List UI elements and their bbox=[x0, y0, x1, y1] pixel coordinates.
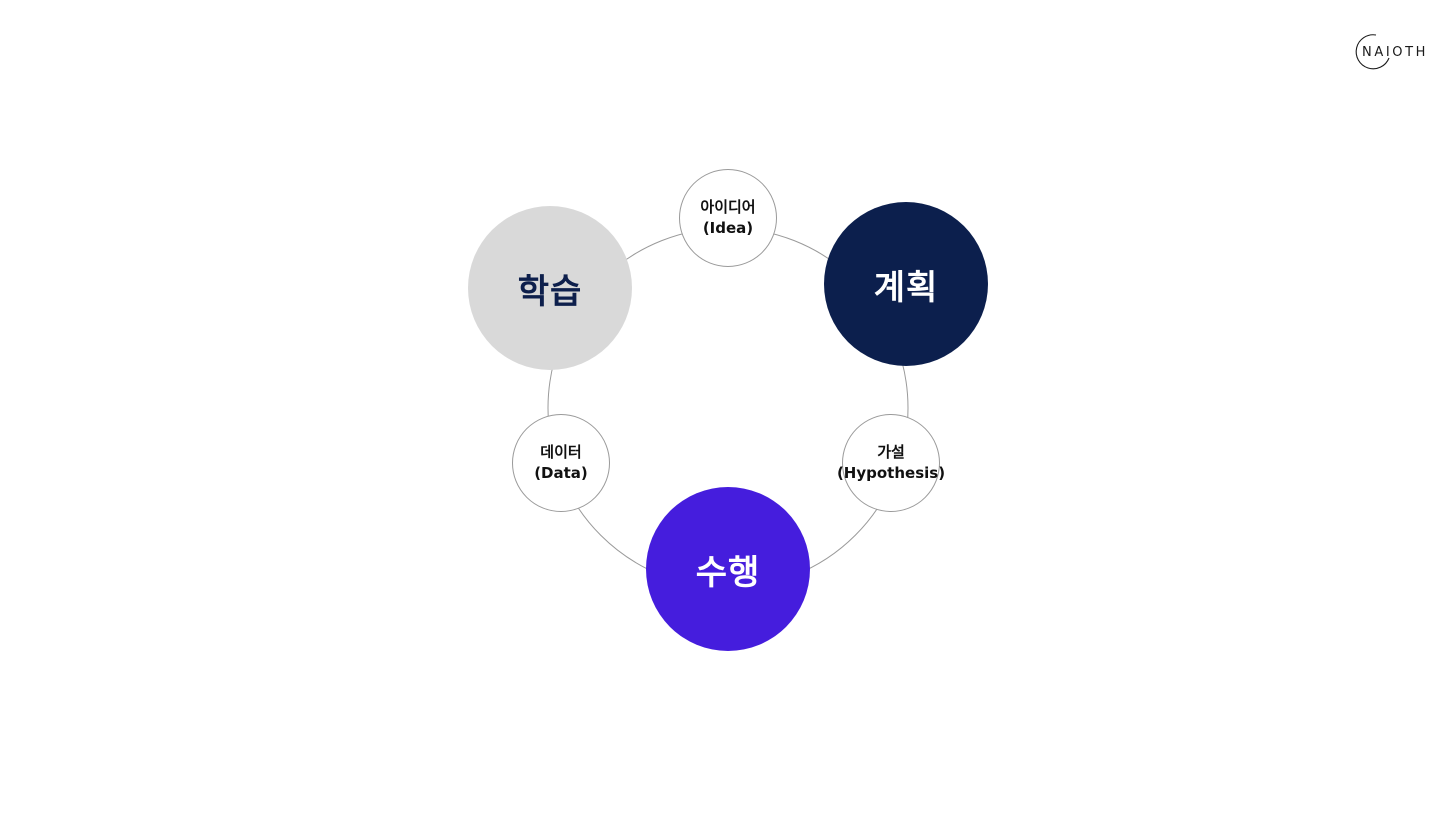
brand-logo: NAIOTH bbox=[1352, 32, 1436, 76]
stage-execution-label: 수행 bbox=[695, 552, 761, 593]
stage-learning-circle: 학습 bbox=[468, 206, 632, 370]
stage-execution-circle: 수행 bbox=[646, 487, 810, 651]
substage-idea-label-ko: 아이디어 bbox=[700, 198, 756, 216]
substage-data-label-en: (Data) bbox=[534, 464, 588, 482]
substage-data-circle: 데이터 (Data) bbox=[512, 414, 610, 512]
stage-learning-label: 학습 bbox=[517, 271, 583, 312]
substage-hypothesis-circle: 가설 (Hypothesis) bbox=[837, 414, 945, 512]
substage-data-label-ko: 데이터 bbox=[540, 443, 582, 461]
substage-idea-circle: 아이디어 (Idea) bbox=[679, 169, 777, 267]
substage-hypothesis-label-en: (Hypothesis) bbox=[836, 464, 946, 482]
logo-arc-icon bbox=[1355, 34, 1390, 70]
logo-text: NAIOTH bbox=[1362, 45, 1429, 60]
stage-planning-circle: 계획 bbox=[824, 202, 988, 366]
substage-idea-label-en: (Idea) bbox=[702, 219, 754, 237]
stage-planning-label: 계획 bbox=[873, 267, 939, 308]
substage-hypothesis-label-ko: 가설 bbox=[877, 443, 905, 461]
